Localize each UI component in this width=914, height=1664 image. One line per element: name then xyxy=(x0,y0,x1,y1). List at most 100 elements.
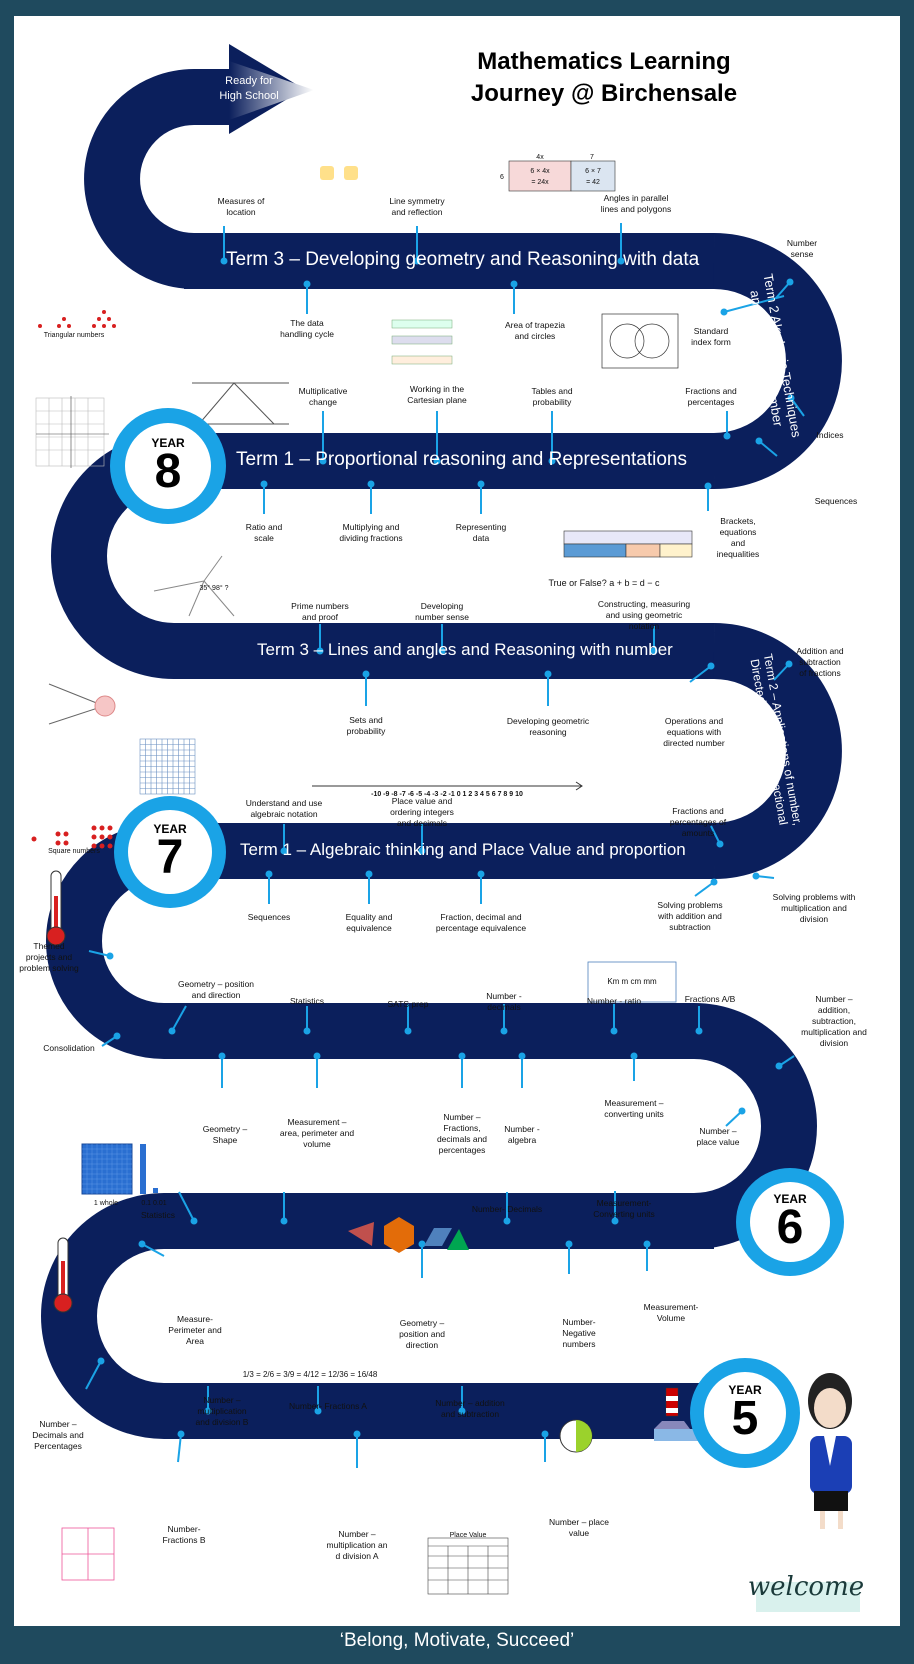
fraction-circle-icon xyxy=(559,1419,593,1453)
year-8-badge: YEAR 8 xyxy=(110,408,226,524)
topic-label-number-mult-div-a: Number – multiplication an d division A xyxy=(326,1529,388,1561)
topic-label-constructing: Constructing, measuring and using geomet… xyxy=(597,599,691,631)
angle-icon xyxy=(48,683,116,725)
base10-parts: 0.1 0.01 xyxy=(141,1200,167,1207)
road-path xyxy=(41,69,842,1439)
topic-label-geom-position-5: Geometry – position and direction xyxy=(399,1318,445,1350)
shapes-icon xyxy=(348,1217,469,1253)
area-model-top2: 7 xyxy=(590,154,594,161)
topic-label-fractions-pct: Fractions and percentages xyxy=(685,386,737,407)
lighthouse-icon xyxy=(654,1387,714,1441)
topic-label-frac-pct-amounts: Fractions and percentages of amounts xyxy=(669,806,727,838)
topic-label-number-pv5: Number – place value xyxy=(548,1517,610,1538)
triangular-dots-icon xyxy=(38,310,116,328)
topic-label-number-decimals5: Number- Decimals xyxy=(471,1204,543,1214)
topic-label-number-frac-a: Number- Fractions A xyxy=(289,1401,367,1411)
base-ten-blocks-icon xyxy=(81,1143,158,1195)
area-model-cell-2: 6 × 7 = 42 xyxy=(585,168,601,186)
topic-label-fractions-ab: Fractions A/B xyxy=(684,994,736,1004)
number-line-icon xyxy=(312,781,583,791)
topic-label-indices: Indices xyxy=(816,430,844,440)
topic-label-place-value-ordering: Place value and ordering integers and de… xyxy=(390,796,454,828)
topic-label-measurement-conv5: Measurement- Converting units xyxy=(593,1198,655,1219)
angles-diagram-icon xyxy=(153,555,235,617)
topic-label-sats: SATS prep xyxy=(387,999,429,1009)
topic-label-measures-location: Measures of location xyxy=(217,196,265,217)
fractions-chain: 1/3 = 2/6 = 3/9 = 4/12 = 12/36 = 16/48 xyxy=(242,1370,378,1379)
topic-label-themed: Themed projects and problem solving xyxy=(19,941,79,973)
topic-label-sequences8: Sequences xyxy=(814,496,858,506)
true-false-caption: True or False? a + b = d − c xyxy=(548,578,660,588)
bar-model-icon xyxy=(563,530,693,558)
topic-label-number-fdp: Number – Fractions, decimals and percent… xyxy=(436,1112,488,1155)
term-y8-t3: Term 3 – Developing geometry and Reasoni… xyxy=(226,249,700,270)
topic-label-mult-div-frac: Multiplying and dividing fractions xyxy=(339,522,403,543)
year-5-badge: YEAR 5 xyxy=(690,1358,800,1468)
topic-label-data-cycle: The data handling cycle xyxy=(280,318,334,339)
topic-label-area-trapezia: Area of trapezia and circles xyxy=(504,320,566,341)
topic-label-measurement-vol: Measurement- Volume xyxy=(643,1302,699,1323)
hundred-square-icon xyxy=(139,738,196,795)
year-7-badge: YEAR 7 xyxy=(114,796,226,908)
topic-label-representing-data: Representing data xyxy=(455,522,507,543)
topic-label-measurement-conv6: Measurement – converting units xyxy=(604,1098,664,1119)
topic-label-understand-alg: Understand and use algebraic notation xyxy=(245,798,323,819)
connectors xyxy=(85,223,805,1468)
connector-dots xyxy=(97,257,795,1438)
year-number: 5 xyxy=(731,1392,759,1445)
year-word: YEAR xyxy=(153,822,187,836)
thermometer-icon xyxy=(46,870,66,946)
topic-label-add-sub-frac: Addition and subtraction of fractions xyxy=(796,646,844,678)
function-machine-icon xyxy=(320,166,358,180)
poster: Mathematics Learning Journey @ Birchensa… xyxy=(14,16,900,1626)
area-model-cell-1: 6 × 4x = 24x xyxy=(530,168,550,186)
arrow-label-line-2: High School xyxy=(219,90,279,102)
topic-label-standard-index: Standard index form xyxy=(691,326,731,347)
place-value-caption: Place Value xyxy=(449,1532,487,1539)
arrow-label-line-1: Ready for xyxy=(225,75,273,87)
year-word: YEAR xyxy=(728,1383,762,1397)
topic-label-statistics6: Statistics xyxy=(289,996,325,1006)
topic-label-geom-position-6: Geometry – position and direction xyxy=(177,979,255,1000)
title-line-2: Journey @ Birchensale xyxy=(470,80,738,107)
parallel-lines-icon xyxy=(192,382,289,425)
year-number: 6 xyxy=(776,1201,804,1254)
topic-label-sequences7: Sequences xyxy=(247,912,291,922)
title-line-1: Mathematics Learning xyxy=(477,48,731,75)
topic-label-line-symmetry: Line symmetry and reflection xyxy=(389,196,445,217)
topic-label-number-decimals6: Number - decimals xyxy=(486,991,522,1012)
journey-road xyxy=(31,44,860,1612)
thermometer-icon-2 xyxy=(53,1237,73,1313)
coordinate-grid-icon xyxy=(35,396,109,468)
unit-labels: Km m cm mm xyxy=(607,977,657,986)
unit-conversion-icon xyxy=(587,961,677,1003)
topic-label-brackets: Brackets, equations and inequalities xyxy=(716,516,760,559)
topic-label-prime-numbers: Prime numbers and proof xyxy=(291,601,349,622)
year-word: YEAR xyxy=(773,1192,807,1206)
topic-label-solving-mult: Solving problems with multiplication and… xyxy=(772,892,856,924)
welcome-banner xyxy=(756,1582,860,1612)
year-6-badge: YEAR 6 xyxy=(736,1168,844,1276)
topic-label-cartesian: Working in the Cartesian plane xyxy=(407,384,467,405)
data-table-icon xyxy=(391,319,453,365)
topic-label-number-sense: Number sense xyxy=(786,238,818,259)
place-value-table-icon xyxy=(427,1537,509,1595)
topic-label-number-asmd: Number – addition, subtraction, multipli… xyxy=(801,994,867,1048)
topic-label-number-negative: Number- Negative numbers xyxy=(562,1317,596,1349)
geoboard-icon xyxy=(61,1527,115,1581)
triangular-caption: Triangular numbers xyxy=(43,332,105,339)
topic-label-equality: Equality and equivalence xyxy=(345,912,393,933)
topic-label-measure-perim: Measure- Perimeter and Area xyxy=(168,1314,222,1346)
topic-label-number-ratio: Number - ratio xyxy=(586,996,642,1006)
topic-label-geom-shape: Geometry – Shape xyxy=(202,1124,248,1145)
topic-label-number-pv6: Number – place value xyxy=(696,1126,740,1147)
topic-label-statistics5: Statistics xyxy=(140,1210,176,1220)
topic-label-mult-change: Multiplicative change xyxy=(298,386,348,407)
term-y7-t1: Term 1 – Algebraic thinking and Place Va… xyxy=(240,840,686,859)
base10-whole: 1 whole xyxy=(93,1200,119,1207)
student-illustration xyxy=(808,1373,852,1529)
topic-label-number-frac-b: Number- Fractions B xyxy=(162,1524,206,1545)
term-y7-t3: Term 3 – Lines and angles and Reasoning … xyxy=(257,640,673,659)
year-number: 8 xyxy=(154,445,182,498)
topic-label-ops-directed: Operations and equations with directed n… xyxy=(663,716,725,748)
